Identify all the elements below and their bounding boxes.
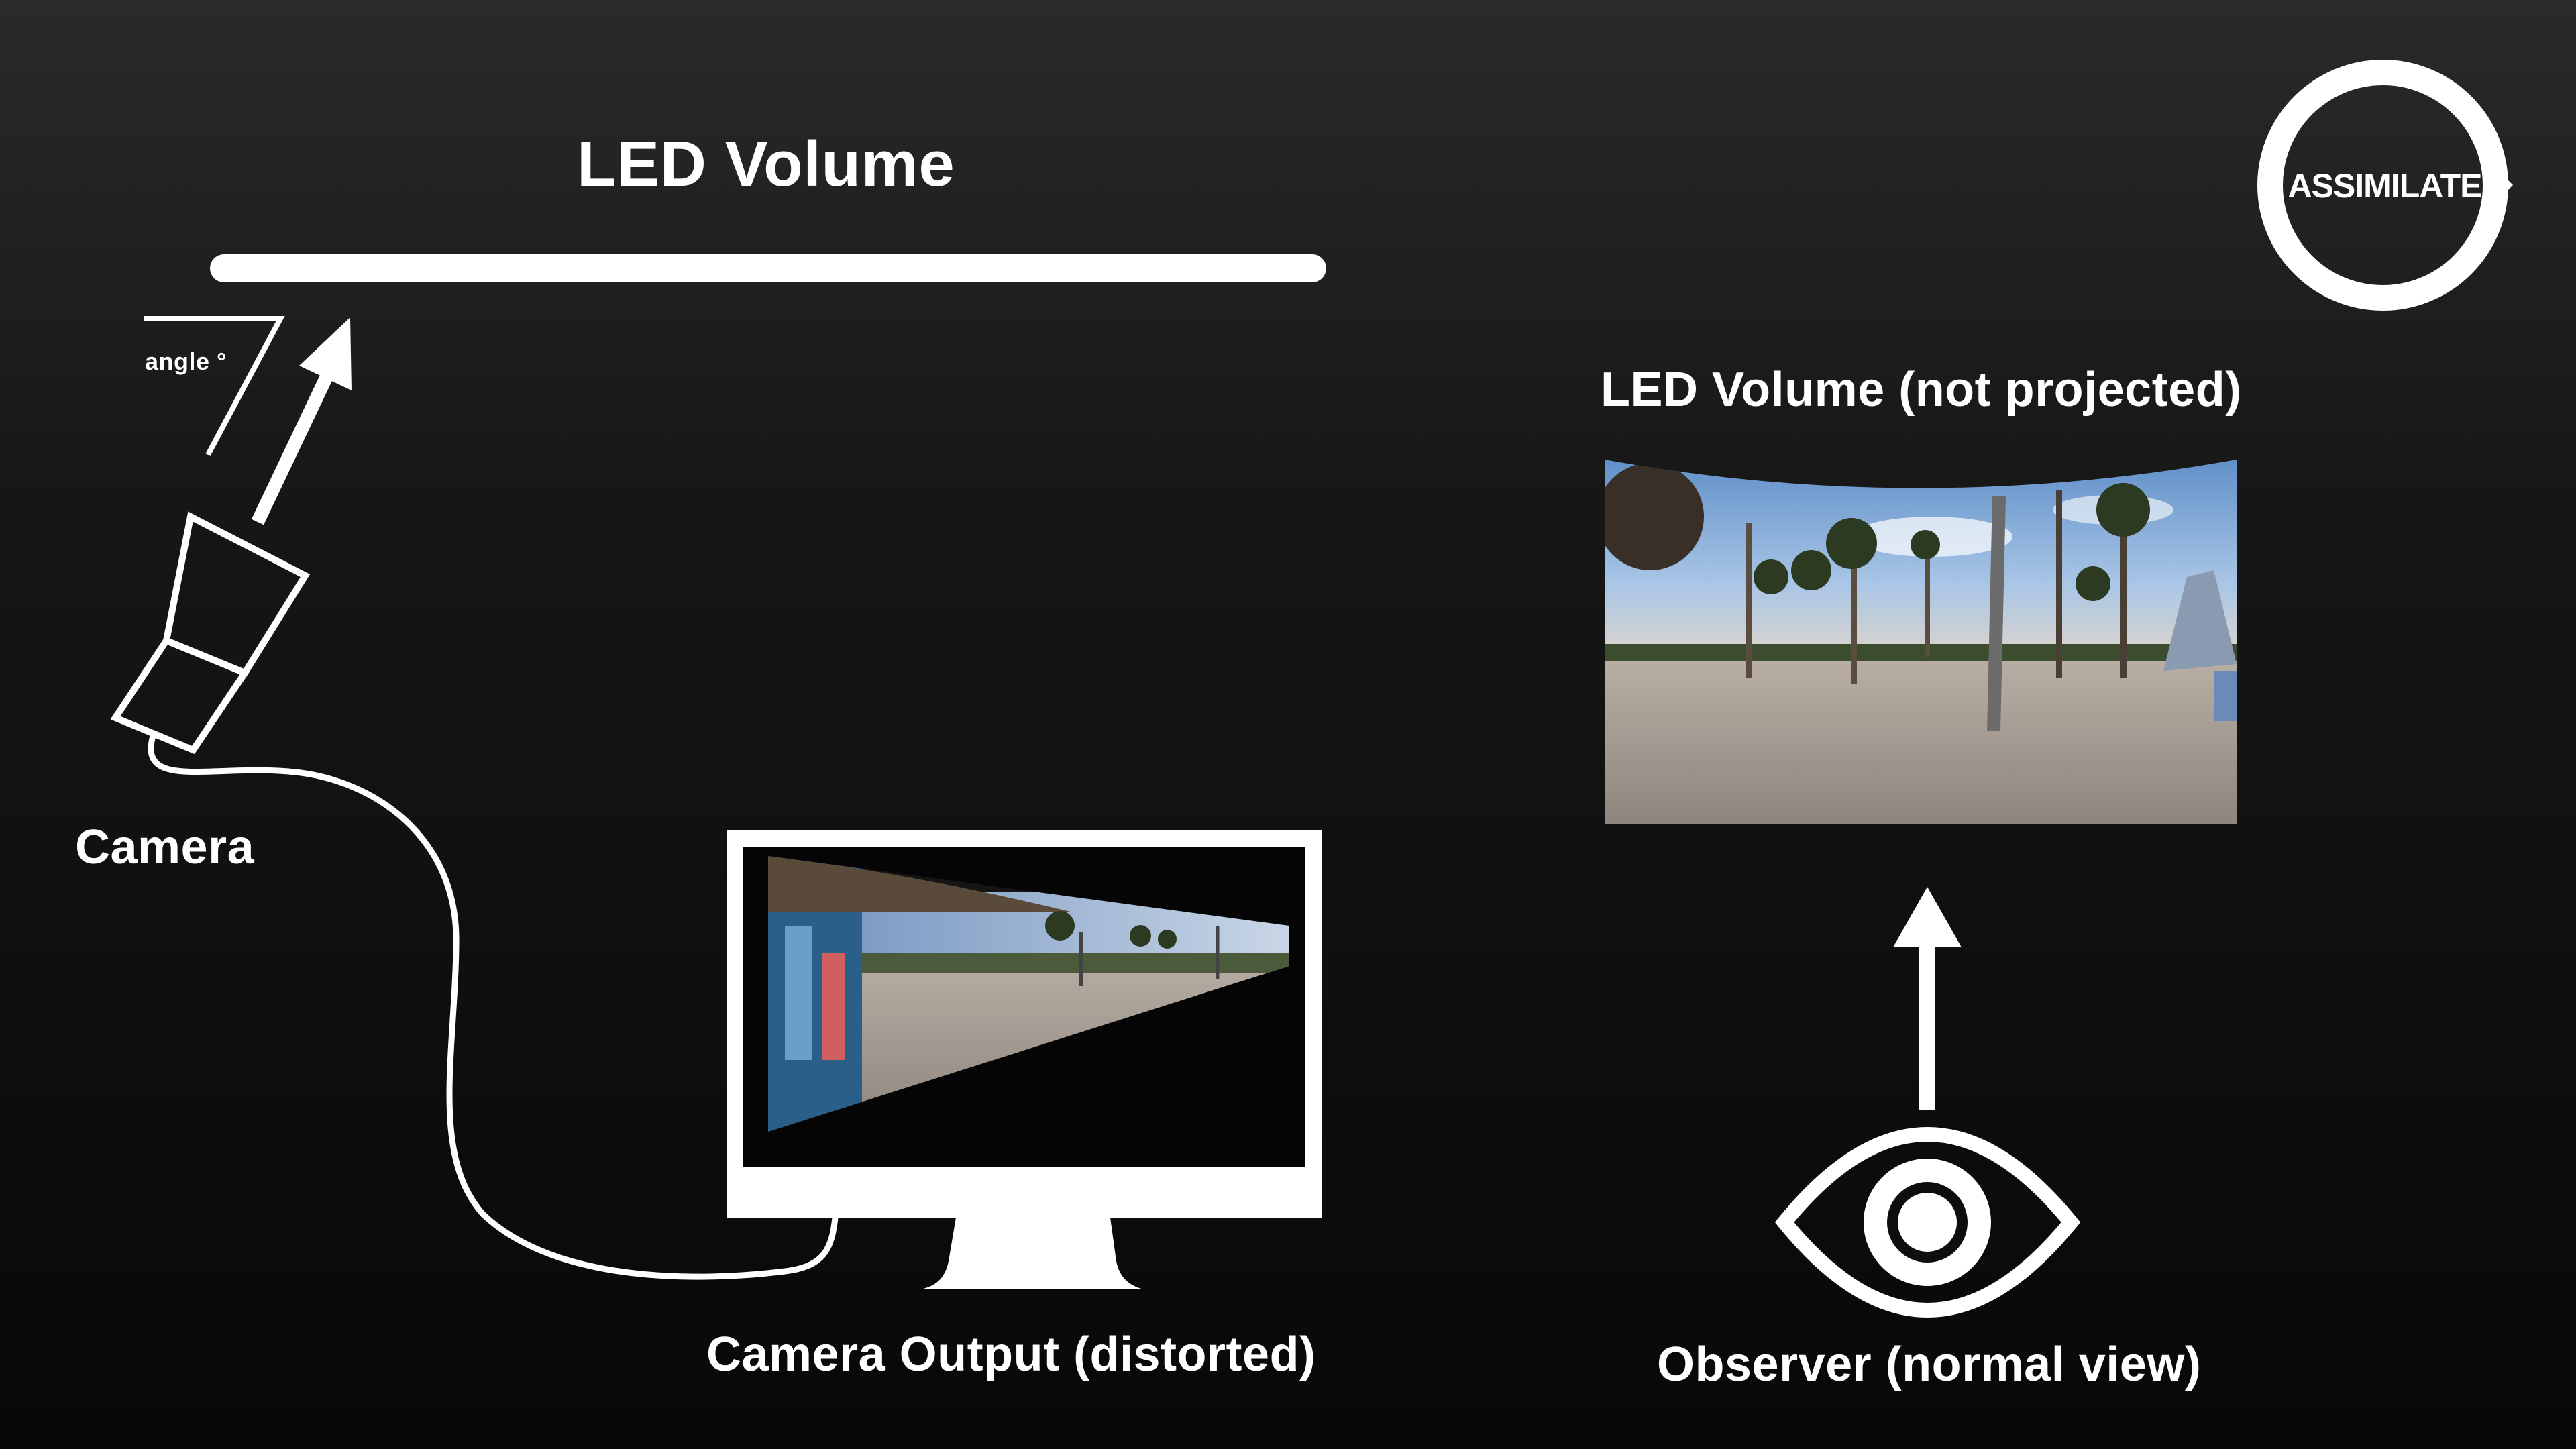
observer-direction-arrow bbox=[1893, 887, 1962, 1110]
camera-icon bbox=[110, 511, 311, 755]
led-not-projected-label: LED Volume (not projected) bbox=[1601, 363, 2242, 417]
angle-indicator bbox=[144, 316, 285, 456]
camera-output-label: Camera Output (distorted) bbox=[706, 1328, 1316, 1381]
led-not-projected-image bbox=[1605, 460, 2237, 824]
assimilate-logo-text: ASSIMILATE bbox=[2288, 167, 2482, 205]
observer-label: Observer (normal view) bbox=[1657, 1338, 2202, 1391]
logo-ring-icon bbox=[2257, 60, 2513, 311]
monitor-stand bbox=[920, 1218, 1144, 1289]
camera-cable bbox=[148, 730, 839, 1280]
led-volume-title: LED Volume bbox=[577, 128, 955, 200]
angle-label: angle ° bbox=[145, 347, 227, 375]
camera-direction-arrow bbox=[251, 317, 352, 525]
eye-icon bbox=[1774, 1127, 2081, 1318]
camera-label: Camera bbox=[75, 820, 255, 874]
